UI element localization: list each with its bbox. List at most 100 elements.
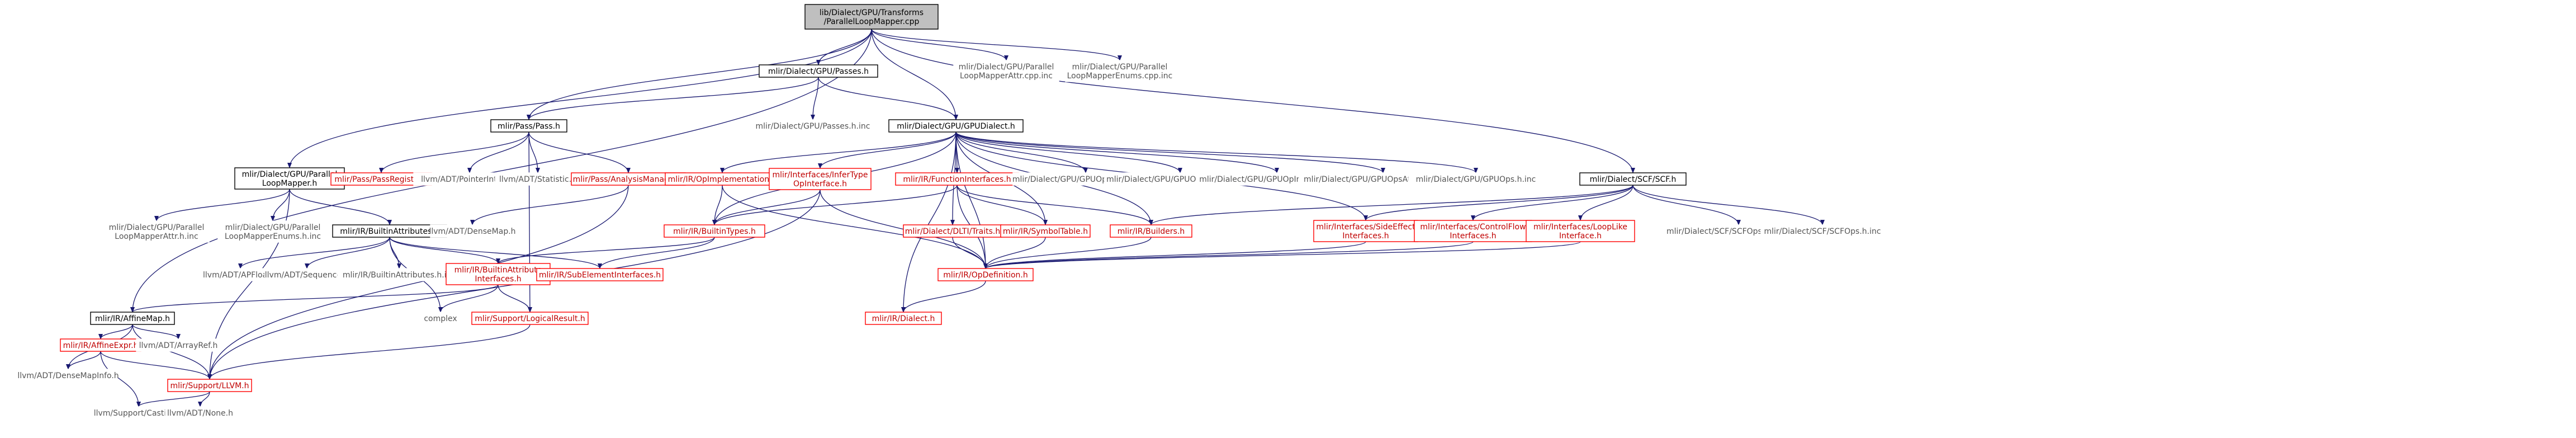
node-none-label: llvm/ADT/None.h	[167, 409, 233, 418]
node-opimpl[interactable]: mlir/IR/OpImplementation.h	[665, 172, 780, 186]
node-pmenums_h-label: LoopMapperEnums.h.inc	[225, 232, 321, 241]
edge-affinemap-to-affineexpr	[98, 324, 133, 340]
node-builtinattrs[interactable]: mlir/IR/BuiltinAttributes.h	[332, 224, 447, 238]
node-sideeffect-label: mlir/Interfaces/SideEffect	[1316, 223, 1415, 232]
node-passreg-label: mlir/Pass/PassRegistry.h	[334, 175, 428, 184]
node-plm-label: LoopMapper.h	[262, 179, 317, 188]
node-opimpl-label: mlir/IR/OpImplementation.h	[668, 175, 777, 184]
node-root-label: lib/Dialect/GPU/Transforms	[820, 8, 924, 17]
node-plm[interactable]: mlir/Dialect/GPU/ParallelLoopMapper.h	[234, 167, 345, 190]
node-scfops-label: mlir/Dialect/SCF/SCFOps.h.inc	[1764, 227, 1881, 236]
node-builders[interactable]: mlir/IR/Builders.h	[1110, 224, 1192, 238]
node-passreg[interactable]: mlir/Pass/PassRegistry.h	[330, 172, 432, 186]
edge-scf-to-controlflow	[1471, 185, 1633, 221]
node-plm-box	[234, 167, 345, 190]
edge-plm-to-pmattr_h	[154, 189, 290, 222]
node-builtinattrs_inc-label: mlir/IR/BuiltinAttributes.h.inc	[343, 271, 456, 280]
node-affineexpr-label: mlir/IR/AffineExpr.h	[63, 341, 139, 350]
node-passh[interactable]: mlir/Pass/Pass.h	[490, 119, 567, 133]
edge-sideeffect-to-opdef	[983, 241, 1366, 269]
edge-plm-to-builtinattrs	[289, 189, 392, 225]
node-affineexpr[interactable]: mlir/IR/AffineExpr.h	[60, 338, 141, 352]
edge-opimpl-to-opdef	[722, 185, 988, 269]
edge-gpudialect-to-opdef	[955, 131, 988, 269]
node-dlti[interactable]: mlir/Dialect/DLTI/Traits.h	[903, 224, 1002, 238]
edge-root-to-plm	[287, 29, 872, 168]
node-llvmh[interactable]: mlir/Support/LLVM.h	[167, 379, 252, 392]
node-affinemap[interactable]: mlir/IR/AffineMap.h	[90, 312, 175, 325]
node-casting: llvm/Support/Casting.h	[92, 406, 185, 420]
node-complex-box	[420, 312, 461, 325]
node-irdialect-box	[865, 312, 942, 325]
node-builtintypes-box	[664, 224, 765, 238]
node-densemapinfo: llvm/ADT/DenseMapInfo.h	[17, 369, 119, 382]
node-scf[interactable]: mlir/Dialect/SCF/SCF.h	[1579, 172, 1687, 186]
node-passes_inc-label: mlir/Dialect/GPU/Passes.h.inc	[756, 122, 870, 131]
node-symtab[interactable]: mlir/IR/SymbolTable.h	[1000, 224, 1091, 238]
node-funcif[interactable]: mlir/IR/FunctionInterfaces.h	[895, 172, 1019, 186]
edge-builtinattrs-to-apfloat	[238, 237, 390, 269]
node-ptrint-label: llvm/ADT/PointerIntPair.h	[421, 175, 518, 184]
edge-gpudialect-to-infertype	[818, 131, 956, 169]
node-densemap-label: llvm/ADT/DenseMap.h	[429, 227, 515, 236]
edge-funcif-to-symtab	[956, 185, 1048, 225]
node-builtintypes[interactable]: mlir/IR/BuiltinTypes.h	[664, 224, 765, 238]
edge-gpudialect-to-gpuopsdialect	[955, 131, 1182, 173]
node-scfops-box	[1760, 224, 1884, 238]
node-infertype-label: mlir/Interfaces/InferType	[772, 171, 868, 180]
edge-llvmh-to-casting	[136, 391, 210, 407]
node-pam-label: mlir/Pass/AnalysisManager.h	[573, 175, 684, 184]
node-builtinattrif-label: mlir/IR/BuiltinAttribute	[454, 266, 542, 275]
edge-scf-to-sideeffect	[1363, 185, 1633, 221]
edge-scf-to-looplike	[1578, 185, 1633, 221]
node-none: llvm/ADT/None.h	[165, 406, 235, 420]
edge-scf-to-scfdialect	[1632, 185, 1741, 225]
node-builtinattrs-label: mlir/IR/BuiltinAttributes.h	[340, 227, 439, 236]
node-llvmh-label: mlir/Support/LLVM.h	[171, 382, 249, 390]
node-opdef[interactable]: mlir/IR/OpDefinition.h	[937, 268, 1034, 281]
node-looplike-label: mlir/Interfaces/LoopLike	[1533, 223, 1627, 232]
edge-root-to-affinemap	[130, 29, 872, 313]
node-irdialect[interactable]: mlir/IR/Dialect.h	[865, 312, 942, 325]
node-builtinattrif-label: Interfaces.h	[475, 275, 521, 284]
edge-gpudialect-to-gpuops	[955, 131, 1478, 173]
edge-affinemap-to-arrayref	[132, 324, 181, 340]
edge-passes-to-passh	[527, 77, 819, 120]
node-pmattr_cpp-label: mlir/Dialect/GPU/Parallel	[959, 63, 1054, 72]
node-irdialect-label: mlir/IR/Dialect.h	[872, 314, 935, 323]
edge-passh-to-logicalresult	[527, 131, 532, 313]
node-symtab-label: mlir/IR/SymbolTable.h	[1003, 227, 1088, 236]
node-passh-box	[490, 119, 567, 133]
edge-plm-to-llvmh	[207, 189, 290, 380]
edge-builders-to-opdef	[983, 237, 1152, 269]
node-pam[interactable]: mlir/Pass/AnalysisManager.h	[571, 172, 686, 186]
edge-builtinattrs-to-subelem	[389, 237, 602, 269]
node-pmattr_h-label: mlir/Dialect/GPU/Parallel	[109, 223, 205, 232]
edge-infertype-to-builtintypes	[712, 189, 821, 225]
node-logicalresult-box	[471, 312, 589, 325]
node-pmattr_h-box	[103, 220, 210, 243]
node-gpudialect[interactable]: mlir/Dialect/GPU/GPUDialect.h	[888, 119, 1024, 133]
node-scf-label: mlir/Dialect/SCF/SCF.h	[1590, 175, 1677, 184]
node-pmenums_cpp: mlir/Dialect/GPU/ParallelLoopMapperEnums…	[1065, 60, 1175, 82]
node-funcif-label: mlir/IR/FunctionInterfaces.h	[903, 175, 1011, 184]
node-none-box	[165, 406, 235, 420]
node-affinemap-label: mlir/IR/AffineMap.h	[95, 314, 170, 323]
edge-gpudialect-to-opimpl	[720, 131, 956, 173]
node-root[interactable]: lib/Dialect/GPU/Transforms/ParallelLoopM…	[804, 4, 939, 30]
node-dlti-label: mlir/Dialect/DLTI/Traits.h	[905, 227, 1000, 236]
edge-passh-to-pam	[528, 131, 631, 173]
node-plm-label: mlir/Dialect/GPU/Parallel	[242, 170, 338, 179]
edge-root-to-passh	[527, 29, 872, 120]
node-passes[interactable]: mlir/Dialect/GPU/Passes.h	[759, 64, 878, 78]
node-subelem[interactable]: mlir/IR/SubElementInterfaces.h	[536, 268, 664, 281]
node-pmattr_h: mlir/Dialect/GPU/ParallelLoopMapperAttr.…	[103, 220, 210, 243]
node-logicalresult[interactable]: mlir/Support/LogicalResult.h	[471, 312, 589, 325]
node-statistic: llvm/ADT/Statistic.h	[495, 172, 581, 186]
node-complex-label: complex	[424, 314, 457, 323]
